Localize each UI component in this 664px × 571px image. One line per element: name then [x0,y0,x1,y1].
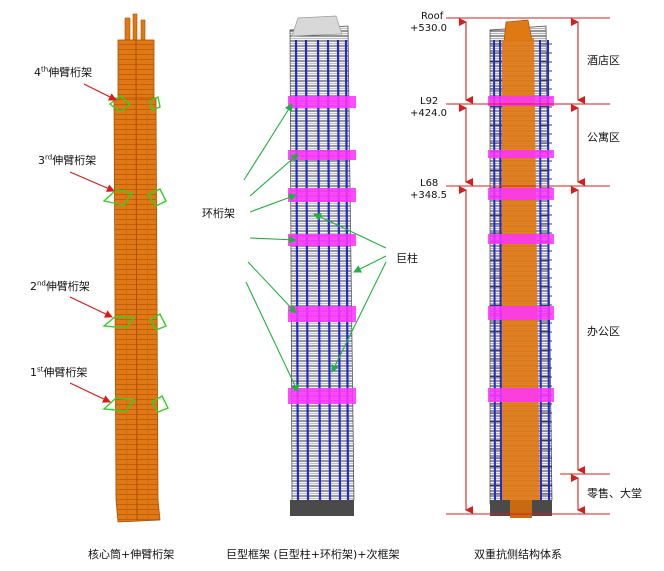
outrigger-callouts [69,83,117,403]
mega-frame-tower [288,15,356,516]
level-l92-name: L92 [420,96,439,107]
outrigger-2 [102,313,167,331]
belt-truss [488,150,554,158]
zone-apartment-label: 公寓区 [587,131,620,144]
level-roof-elev: +530.0 [410,23,448,34]
mega-column [344,39,350,501]
level-roof-name: Roof [421,11,444,22]
mega-column [326,39,332,501]
belt-truss [488,306,554,320]
panel3-caption: 双重抗侧结构体系 [474,548,562,561]
mega-column [499,39,502,501]
mega-column [316,39,322,501]
core-tube [113,13,161,523]
belt-truss [488,234,554,244]
mega-column [294,39,300,501]
belt-truss-callouts [243,103,299,393]
level-l68-name: L68 [420,178,439,189]
outrigger-4-label: 4th伸臂桁架 [34,65,93,79]
mega-column [493,39,496,501]
zone-office-label: 办公区 [587,325,620,338]
belt-truss [288,234,356,246]
belt-truss [288,388,356,404]
mega-column-label: 巨柱 [396,252,418,265]
level-l92-elev: +424.0 [410,108,448,119]
belt-truss [288,306,356,322]
belt-truss [288,96,356,108]
outrigger-1 [102,395,169,413]
mega-column [547,39,550,501]
panel2-caption: 巨型框架 (巨型柱+环桁架)+次框架 [226,548,400,561]
zone-hotel-label: 酒店区 [587,54,620,67]
outrigger-2-label: 2nd伸臂桁架 [30,279,90,293]
panel1-caption: 核心筒+伸臂桁架 [88,548,175,561]
mega-column [336,39,342,501]
elevation-dimensions [446,17,610,515]
belt-truss [288,188,356,202]
zone-retail-lobby-label: 零售、大堂 [587,487,642,500]
belt-truss-label: 环桁架 [202,207,235,220]
outrigger-3 [102,188,167,207]
level-l68-elev: +348.5 [410,190,448,201]
dual-system-tower [488,19,554,518]
mega-column-callouts [313,213,387,373]
mega-column [304,39,310,501]
outrigger-3-label: 3rd伸臂桁架 [38,153,97,167]
outriggers [102,95,169,413]
belt-truss [488,388,554,402]
outrigger-1-label: 1st伸臂桁架 [30,365,88,379]
belt-truss [288,150,356,160]
mega-column [539,39,542,501]
belt-truss [488,188,554,200]
belt-truss [488,96,554,106]
